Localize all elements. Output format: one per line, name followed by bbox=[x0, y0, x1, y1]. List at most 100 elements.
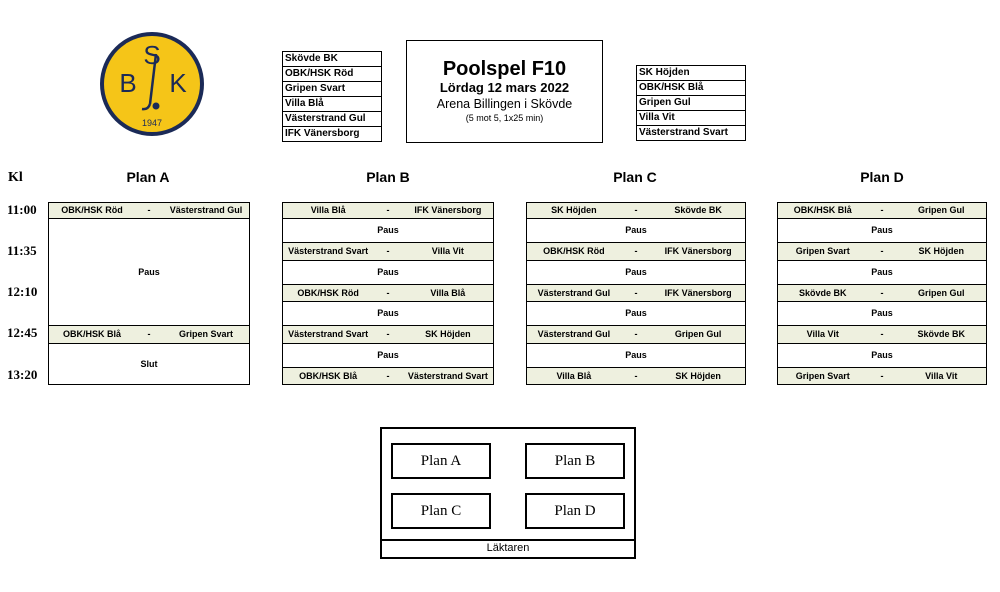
away-team: Skövde BK bbox=[917, 329, 966, 339]
pause-label: Paus bbox=[377, 308, 399, 318]
away-team: Villa Vit bbox=[431, 246, 464, 256]
team-item: Gripen Gul bbox=[637, 96, 745, 111]
match-row: OBK/HSK Blå - Västerstrand Svart bbox=[283, 368, 493, 384]
away-team: Villa Blå bbox=[430, 288, 466, 298]
pause-row: Paus bbox=[527, 344, 745, 368]
match-separator: - bbox=[634, 329, 638, 339]
home-team: Gripen Svart bbox=[795, 246, 850, 256]
pause-row: Paus bbox=[527, 302, 745, 326]
pause-label: Paus bbox=[625, 225, 647, 235]
away-team: Västerstrand Svart bbox=[407, 371, 488, 381]
pause-label: Paus bbox=[377, 225, 399, 235]
end-row: Slut bbox=[49, 344, 249, 384]
pause-row: Paus bbox=[527, 261, 745, 285]
pause-label: Paus bbox=[625, 350, 647, 360]
match-separator: - bbox=[386, 205, 390, 215]
event-date: Lördag 12 mars 2022 bbox=[439, 80, 570, 95]
pitch-plan-b: Plan B bbox=[525, 443, 625, 479]
match-row: Villa Blå - SK Höjden bbox=[527, 368, 745, 384]
match-separator: - bbox=[386, 371, 390, 381]
match-row: OBK/HSK Blå - Gripen Gul bbox=[778, 203, 986, 219]
end-label: Slut bbox=[140, 359, 158, 369]
away-team: IFK Vänersborg bbox=[414, 205, 482, 215]
time-column-header: Kl bbox=[8, 170, 23, 185]
team-item: OBK/HSK Blå bbox=[637, 81, 745, 96]
match-separator: - bbox=[147, 329, 151, 339]
away-team: Gripen Gul bbox=[674, 329, 722, 339]
home-team: Västerstrand Svart bbox=[288, 329, 369, 339]
match-row: Västerstrand Gul - IFK Vänersborg bbox=[527, 285, 745, 302]
plan-a-header: Plan A bbox=[126, 169, 170, 185]
pause-row: Paus bbox=[283, 302, 493, 326]
match-row: Villa Blå - IFK Vänersborg bbox=[283, 203, 493, 219]
away-team: IFK Vänersborg bbox=[664, 246, 732, 256]
match-separator: - bbox=[880, 205, 884, 215]
team-item: Skövde BK bbox=[283, 52, 381, 67]
away-team: Västerstrand Gul bbox=[169, 205, 243, 215]
team-item: Västerstrand Svart bbox=[639, 127, 728, 138]
team-list-right: SK Höjden OBK/HSK Blå Gripen Gul Villa V… bbox=[636, 65, 746, 141]
home-team: Villa Blå bbox=[556, 371, 592, 381]
match-separator: - bbox=[880, 329, 884, 339]
match-row: OBK/HSK Röd - Västerstrand Gul bbox=[49, 203, 249, 219]
match-row: Gripen Svart - Villa Vit bbox=[778, 368, 986, 384]
field-diagram: Plan A Plan B Plan C Plan D Läktaren bbox=[380, 427, 636, 559]
match-separator: - bbox=[634, 288, 638, 298]
pause-label: Paus bbox=[138, 267, 160, 277]
event-venue: Arena Billingen i Skövde bbox=[436, 97, 573, 111]
team-item: OBK/HSK Röd bbox=[283, 67, 381, 82]
event-format: (5 mot 5, 1x25 min) bbox=[465, 113, 544, 123]
pause-label: Paus bbox=[625, 308, 647, 318]
away-team: IFK Vänersborg bbox=[664, 288, 732, 298]
match-row: Västerstrand Gul - Gripen Gul bbox=[527, 326, 745, 344]
home-team: OBK/HSK Röd bbox=[61, 205, 123, 215]
match-separator: - bbox=[634, 246, 638, 256]
team-item: Villa Vit bbox=[637, 111, 745, 126]
home-team: Västerstrand Svart bbox=[288, 246, 369, 256]
pause-row: Paus bbox=[778, 261, 986, 285]
time-slot: 13:20 bbox=[7, 367, 38, 382]
logo-letter-b: B bbox=[119, 68, 136, 98]
pause-label: Paus bbox=[625, 267, 647, 277]
away-team: Skövde BK bbox=[674, 205, 722, 215]
pause-row: Paus bbox=[283, 261, 493, 285]
home-team: OBK/HSK Blå bbox=[62, 329, 121, 339]
match-separator: - bbox=[147, 205, 151, 215]
pause-row: Paus bbox=[778, 219, 986, 243]
pause-label: Paus bbox=[871, 350, 893, 360]
match-separator: - bbox=[386, 246, 390, 256]
match-row: Västerstrand Svart - Villa Vit bbox=[283, 243, 493, 261]
match-row: SK Höjden - Skövde BK bbox=[527, 203, 745, 219]
home-team: Västerstrand Gul bbox=[537, 288, 611, 298]
team-item: Villa Blå bbox=[283, 97, 381, 112]
away-team: Villa Vit bbox=[925, 371, 958, 381]
match-row: Skövde BK - Gripen Gul bbox=[778, 285, 986, 302]
home-team: SK Höjden bbox=[551, 205, 597, 215]
home-team: Villa Blå bbox=[310, 205, 346, 215]
match-separator: - bbox=[386, 329, 390, 339]
page-title: Poolspel F10 bbox=[442, 58, 567, 80]
logo-letter-k: K bbox=[169, 68, 187, 98]
away-team: Gripen Svart bbox=[178, 329, 234, 339]
pause-row: Paus bbox=[49, 219, 249, 326]
match-separator: - bbox=[880, 288, 884, 298]
pitch-plan-d: Plan D bbox=[525, 493, 625, 529]
match-row: Gripen Svart - SK Höjden bbox=[778, 243, 986, 261]
club-logo: S B K 1947 bbox=[100, 32, 204, 136]
pause-label: Paus bbox=[871, 225, 893, 235]
match-separator: - bbox=[386, 288, 390, 298]
team-list-left: Skövde BK OBK/HSK Röd Gripen Svart Villa… bbox=[282, 51, 382, 142]
away-team: SK Höjden bbox=[675, 371, 721, 381]
plan-d-header: Plan D bbox=[860, 169, 904, 185]
team-item: IFK Vänersborg bbox=[285, 128, 360, 139]
match-separator: - bbox=[634, 205, 638, 215]
logo-letter-s: S bbox=[143, 40, 160, 70]
logo-year: 1947 bbox=[142, 118, 162, 128]
plan-c-header: Plan C bbox=[613, 169, 657, 185]
home-team: Gripen Svart bbox=[795, 371, 850, 381]
pause-row: Paus bbox=[527, 219, 745, 243]
pitch-plan-a: Plan A bbox=[391, 443, 491, 479]
match-row: Västerstrand Svart - SK Höjden bbox=[283, 326, 493, 344]
time-slot: 12:10 bbox=[7, 284, 38, 299]
match-row: Villa Vit - Skövde BK bbox=[778, 326, 986, 344]
